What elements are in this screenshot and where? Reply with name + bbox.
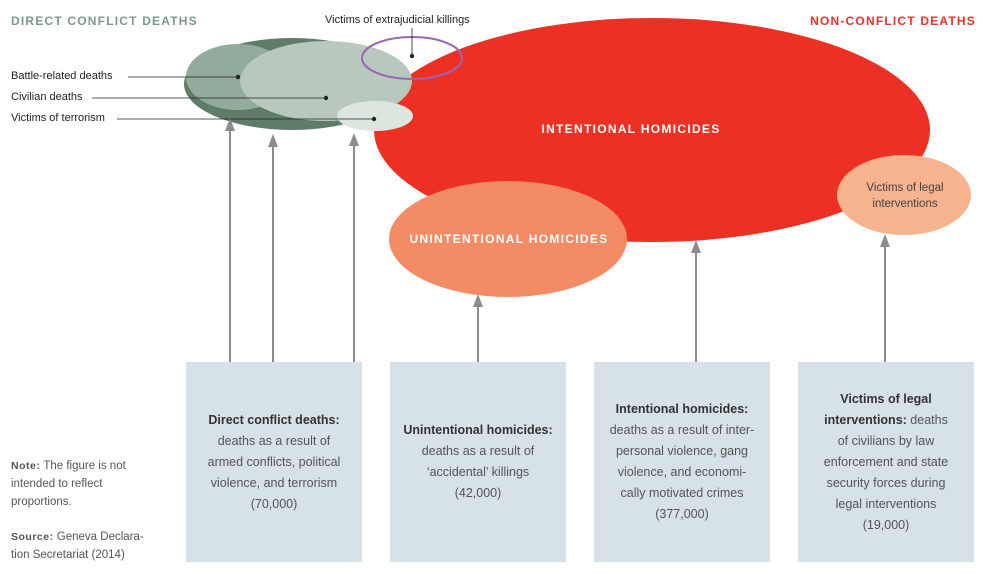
legal-interventions-box: Victims of legal interventions: deaths o… (798, 362, 974, 562)
civilian-deaths-label: Civilian deaths (11, 91, 83, 103)
legal-interventions-ellipse (837, 155, 971, 235)
box-line: security forces during (826, 475, 946, 490)
unintentional-homicides-label: UNINTENTIONAL HOMICIDES (409, 232, 609, 246)
box-line: enforcement and state (823, 454, 949, 469)
battle-related-label: Battle-related deaths (11, 70, 113, 82)
arrow-legal-head (880, 234, 890, 247)
box-line: deaths as a result of inter- (609, 423, 755, 437)
box-count: (377,000) (655, 507, 709, 521)
source-line1: Geneva Declara- (53, 531, 144, 543)
box-title: Direct conflict deaths: (208, 412, 340, 427)
box-title: Intentional homicides: (615, 402, 749, 416)
legal-label-line2: interventions (872, 198, 938, 210)
box-title: Unintentional homicides: (403, 423, 553, 437)
box-line: violence, and economi- (617, 465, 747, 479)
box-title-rest: deaths (906, 412, 948, 427)
arrow-direct-1-head (225, 118, 235, 131)
source-label: Source: (11, 531, 54, 543)
terrorism-label: Victims of terrorism (11, 112, 105, 124)
box-title-line1: Victims of legal (840, 391, 932, 406)
civilian-leader-dot (323, 95, 329, 101)
battle-leader-dot (235, 74, 241, 80)
box-count: (42,000) (454, 486, 502, 500)
box-line: deaths as a result of (217, 433, 331, 448)
box-line: deaths as a result of (421, 444, 535, 458)
direct-conflict-box: Direct conflict deaths: deaths as a resu… (186, 362, 362, 562)
note-line1: The figure is not (40, 460, 126, 472)
arrow-intentional-head (691, 240, 701, 253)
box-line: ‘accidental’ killings (426, 465, 530, 479)
box-line: cally motivated crimes (620, 486, 744, 500)
note-text: Note: The figure is not intended to refl… (11, 457, 151, 511)
box-line: violence, and terrorism (210, 475, 338, 490)
source-text: Source: Geneva Declara- tion Secretariat… (11, 528, 171, 564)
legal-label-line1: Victims of legal (866, 182, 944, 194)
terrorism-ellipse (337, 101, 413, 131)
box-line: armed conflicts, political (207, 454, 341, 469)
box-title-line2: interventions: (824, 412, 907, 427)
arrow-unintentional-head (473, 294, 483, 307)
intentional-homicides-label: INTENTIONAL HOMICIDES (541, 122, 721, 136)
direct-conflict-header: DIRECT CONFLICT DEATHS (11, 14, 198, 28)
unintentional-homicides-ellipse (389, 181, 627, 297)
legal-interventions-label: Victims of legal interventions (846, 180, 964, 212)
intentional-homicides-box: Intentional homicides: deaths as a resul… (594, 362, 770, 562)
extrajudicial-label: Victims of extrajudicial killings (325, 14, 470, 26)
civilian-deaths-ellipse (240, 41, 412, 121)
box-line: legal interventions (835, 496, 937, 511)
note-line3: proportions. (11, 496, 72, 508)
note-line2: intended to reflect (11, 478, 103, 490)
box-count: (19,000) (862, 517, 910, 532)
non-conflict-header: NON-CONFLICT DEATHS (810, 14, 976, 28)
arrow-direct-2-head (268, 134, 278, 147)
box-line: personal violence, gang (615, 444, 749, 458)
extrajudicial-leader-dot (409, 53, 415, 59)
source-line2: tion Secretariat (2014) (11, 549, 125, 561)
note-label: Note: (11, 460, 41, 472)
box-line: of civilians by law (837, 433, 935, 448)
box-count: (70,000) (250, 496, 298, 511)
arrow-direct-3-head (349, 133, 359, 146)
terrorism-leader-dot (371, 116, 377, 122)
unintentional-homicides-box: Unintentional homicides: deaths as a res… (390, 362, 566, 562)
